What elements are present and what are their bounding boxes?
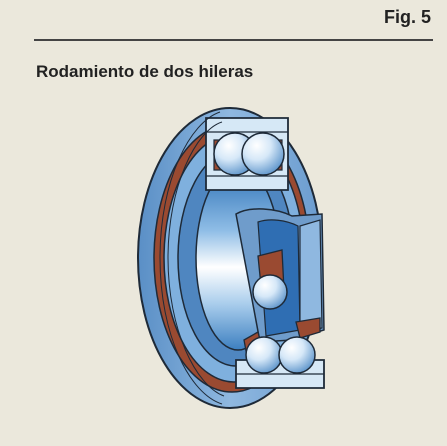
bottom-ball-row (245, 274, 316, 374)
top-ball-row (213, 132, 285, 176)
header-divider (34, 39, 433, 41)
ring-edge-lines (159, 111, 225, 405)
figure-caption: Rodamiento de dos hileras (36, 62, 254, 81)
figure-number: Fig. 5 (383, 7, 431, 27)
